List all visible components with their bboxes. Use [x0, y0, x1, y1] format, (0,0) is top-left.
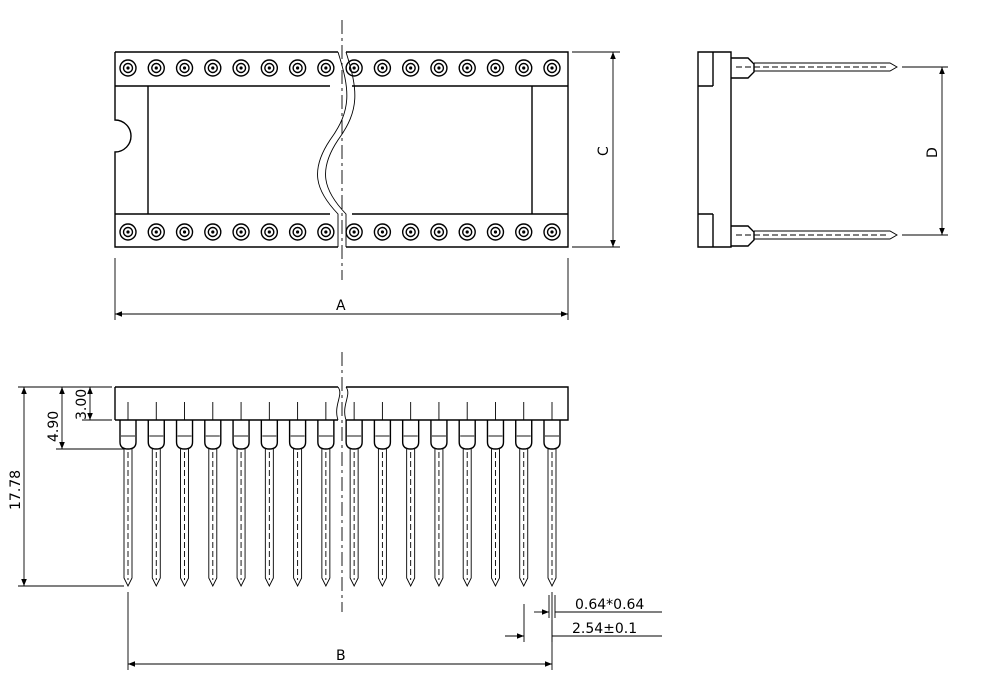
pin	[260, 402, 279, 588]
dimension-c: C	[572, 51, 620, 248]
front-view-pins	[119, 402, 561, 588]
dimension-d: D	[902, 66, 948, 236]
pin	[204, 402, 222, 588]
pin-hole	[401, 223, 420, 241]
pin-hole	[119, 223, 137, 241]
pin-hole	[288, 223, 307, 241]
pin-hole	[204, 59, 222, 77]
pin	[345, 402, 363, 588]
pin	[458, 402, 476, 588]
pin	[373, 402, 392, 588]
pin	[232, 402, 250, 588]
pin-hole	[543, 223, 561, 241]
pin-hole	[373, 223, 392, 241]
dimension-pin-section: 0.64*0.64	[534, 595, 662, 618]
pin-hole	[458, 223, 476, 241]
pin-hole	[515, 223, 533, 241]
pin	[486, 402, 505, 588]
pin-hole	[147, 223, 165, 241]
pin-hole	[260, 223, 279, 241]
pin-hole	[430, 223, 448, 241]
pin-hole	[430, 59, 448, 77]
pin	[317, 402, 335, 588]
pin-hole	[401, 59, 420, 77]
pin-hole	[232, 223, 250, 241]
dimension-height-body-label: 4.90	[46, 411, 62, 442]
pin	[430, 402, 448, 588]
pin-hole	[458, 59, 476, 77]
dimension-b-label: B	[336, 648, 346, 664]
pin	[175, 402, 194, 588]
dimension-pitch: 2.54±0.1	[505, 604, 662, 642]
pin	[147, 402, 165, 588]
pin-hole	[288, 59, 307, 77]
pin-hole	[373, 59, 392, 77]
pin-hole	[147, 59, 165, 77]
pin-hole	[260, 59, 279, 77]
dimension-c-label: C	[596, 146, 612, 156]
pin-hole	[119, 59, 137, 77]
dimension-height-total: 17.78	[8, 386, 124, 587]
dimension-height-top-label: 3.00	[74, 389, 90, 420]
pin-hole	[317, 59, 335, 77]
top-view-pins-upper	[119, 59, 561, 77]
top-view-pins-lower	[119, 223, 561, 241]
dimension-pitch-label: 2.54±0.1	[572, 621, 637, 637]
dimension-height-total-label: 17.78	[8, 470, 24, 510]
side-view	[697, 51, 898, 248]
dimension-b: B	[127, 592, 553, 670]
pin	[515, 402, 533, 588]
pin-hole	[345, 59, 363, 77]
pin-hole	[232, 59, 250, 77]
pin	[119, 402, 137, 588]
dimension-a-label: A	[336, 298, 346, 314]
top-view	[114, 20, 569, 280]
dimension-a: A	[114, 258, 569, 320]
dimension-d-label: D	[925, 147, 941, 158]
pin-hole	[345, 223, 363, 241]
dimension-pin-section-label: 0.64*0.64	[575, 597, 644, 613]
pin-hole	[175, 59, 194, 77]
pin-hole	[486, 59, 505, 77]
pin	[543, 402, 561, 588]
pin-hole	[175, 223, 194, 241]
pin	[401, 402, 420, 588]
pin-hole	[543, 59, 561, 77]
dimension-height-body: 4.90	[46, 387, 124, 450]
pin-hole	[486, 223, 505, 241]
pin-hole	[317, 223, 335, 241]
dimension-height-top: 3.00	[74, 387, 112, 421]
pin-hole	[204, 223, 222, 241]
front-view	[114, 352, 569, 612]
pin-hole	[515, 59, 533, 77]
pin	[288, 402, 307, 588]
